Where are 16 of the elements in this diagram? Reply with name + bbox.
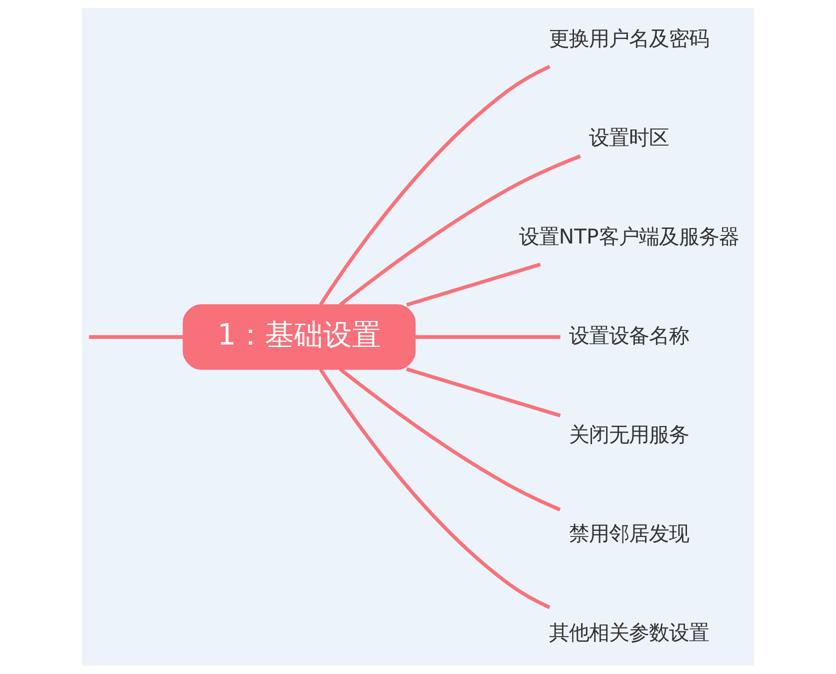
connector (319, 64, 550, 306)
node-text: 其他相关参数设置 (548, 620, 709, 644)
node-box: 1：基础设置 (182, 304, 416, 370)
node-text: 设置时区 (588, 125, 669, 150)
connector (406, 367, 561, 418)
node-text: 更换用户名及密码 (548, 26, 709, 50)
node-text: 禁用邻居发现 (568, 521, 689, 546)
node-text: 设置NTP客户端及服务器 (518, 224, 739, 248)
node-text: 设置设备名称 (568, 323, 689, 348)
connector (319, 368, 550, 610)
node-text: 关闭无用服务 (568, 422, 689, 446)
connector (338, 368, 561, 512)
connector (406, 262, 541, 307)
connector (338, 154, 582, 306)
connector (89, 335, 184, 339)
connector (414, 335, 560, 339)
